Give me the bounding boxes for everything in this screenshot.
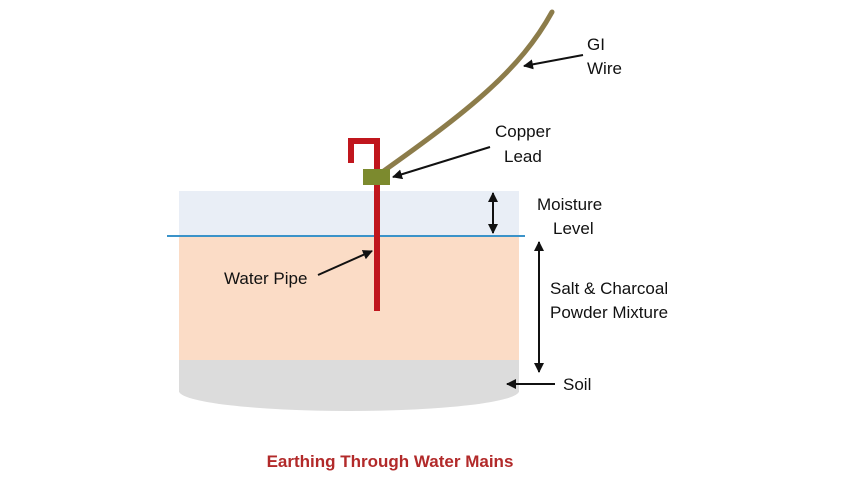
water-pipe — [348, 138, 380, 311]
moisture-zone — [179, 191, 519, 237]
mixture-zone — [179, 237, 519, 360]
soil-zone — [179, 358, 519, 392]
label-mixture-line1: Salt & Charcoal — [550, 279, 668, 298]
label-gi-wire-line1: GI — [587, 35, 605, 54]
gi-wire-arrow — [523, 54, 584, 70]
copper-lead-clamp — [363, 169, 390, 185]
diagram-caption: Earthing Through Water Mains — [267, 452, 514, 471]
water-pipe-arrow — [317, 250, 373, 276]
gi-wire — [375, 9, 555, 178]
label-copper-lead-line1: Copper — [495, 122, 551, 141]
label-copper-lead-line2: Lead — [504, 147, 542, 166]
label-soil: Soil — [563, 375, 591, 394]
label-mixture-line2: Powder Mixture — [550, 303, 668, 322]
label-moisture-line1: Moisture — [537, 195, 602, 214]
label-moisture-line2: Level — [553, 219, 594, 238]
label-gi-wire-line2: Wire — [587, 59, 622, 78]
copper-lead-arrow — [392, 146, 491, 180]
label-water-pipe: Water Pipe — [224, 269, 307, 288]
